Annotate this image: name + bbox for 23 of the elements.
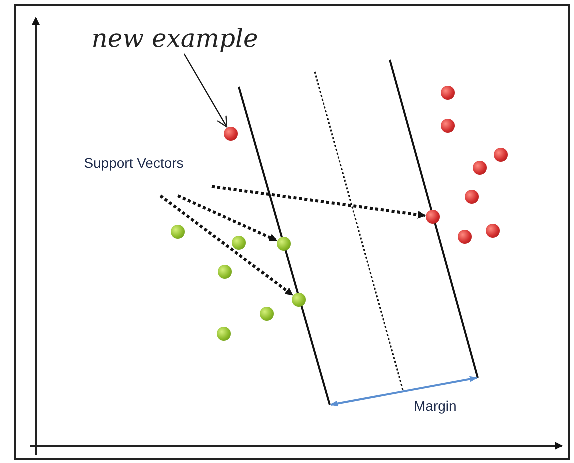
dimension-label: Margin: [414, 399, 457, 413]
class-b-point: [473, 161, 487, 175]
class-b-point: [224, 127, 238, 141]
class-b-point: [465, 190, 479, 204]
class-a-point: [171, 225, 185, 239]
class-a-point: [277, 237, 291, 251]
callout-text: Support Vectors: [84, 156, 184, 170]
arrow: [184, 54, 228, 128]
class-b-point: [441, 86, 455, 100]
class-a-point: [260, 307, 274, 321]
class-b-point: [486, 224, 500, 238]
class-b-point: [458, 230, 472, 244]
class-a-point: [292, 293, 306, 307]
class-b-point: [426, 210, 440, 224]
class-a-point: [232, 236, 246, 250]
annotation-text: new example: [92, 26, 258, 50]
dotted-arrow: [178, 194, 278, 242]
class-a-point: [217, 327, 231, 341]
class-a-point: [218, 265, 232, 279]
class-b-point: [441, 119, 455, 133]
dotted-arrow: [212, 185, 426, 219]
dotted-arrow: [160, 194, 294, 296]
class-b-point: [494, 148, 508, 162]
